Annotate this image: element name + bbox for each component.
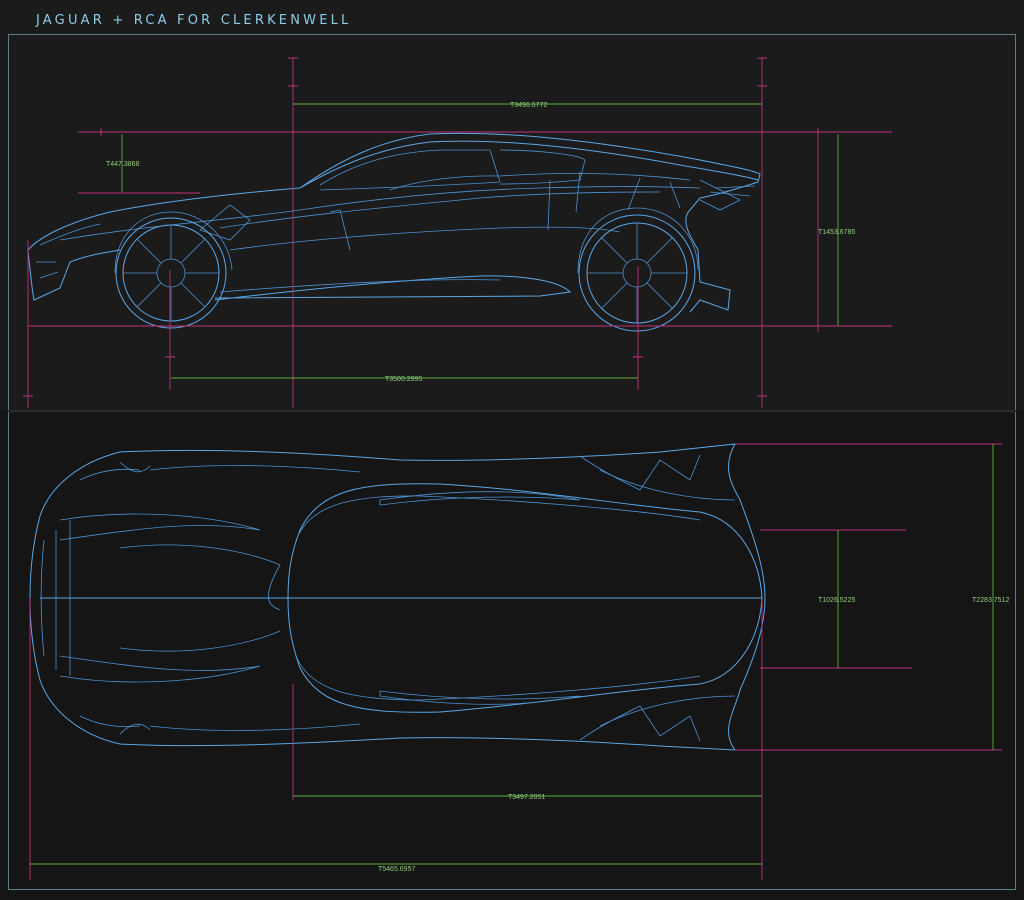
top-view-wireframe (29, 443, 766, 751)
dim-rear-length: T3497.2051 (508, 794, 545, 801)
side-view-dimension-guides (121, 103, 839, 379)
outer-border (8, 34, 1016, 890)
dim-roof-offset: T447.3868 (106, 161, 140, 168)
dim-wheelbase: T3500.2995 (385, 376, 422, 383)
top-view-dimension-lines (29, 443, 1002, 880)
drawing-title: JAGUAR + RCA FOR CLERKENWELL (36, 13, 352, 28)
dim-overall-length: T5465.6957 (378, 866, 415, 873)
dim-height: T1453.6785 (818, 229, 855, 236)
side-view-dimension-lines (23, 57, 892, 408)
top-view-dimension-guides (30, 444, 994, 865)
side-view-wireframe (27, 132, 761, 332)
dim-top-length: T3496.6772 (510, 102, 547, 109)
dim-overall-width: T2283.7512 (972, 597, 1009, 604)
dim-cabin-width: T1026.5225 (818, 597, 855, 604)
